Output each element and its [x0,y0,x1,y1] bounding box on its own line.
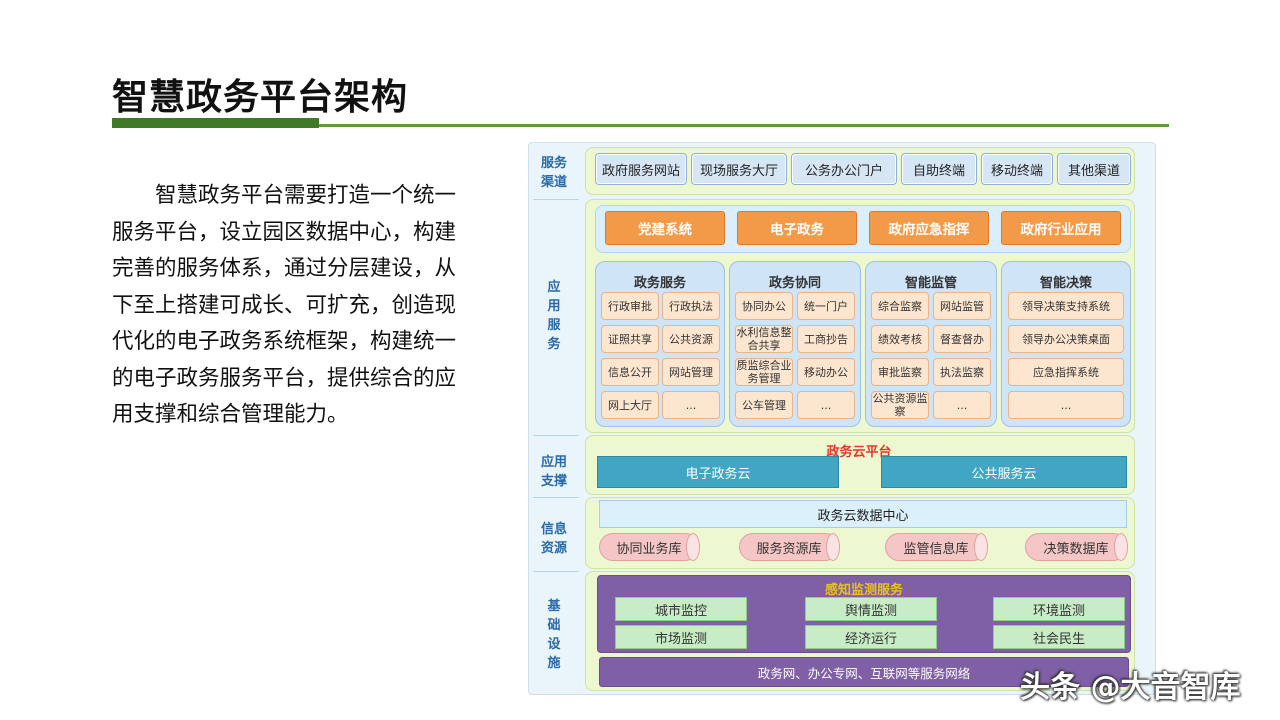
layer-label-app-service: 应用服务 [547,280,561,352]
service-chip: 质监综合业务管理 [735,358,793,386]
layer-separator [533,497,579,498]
data-center-bar: 政务云数据中心 [599,500,1127,528]
layer-separator [533,435,579,436]
database-cylinder: 服务资源库 [739,533,840,561]
service-chip: 统一门户 [797,292,855,320]
layer-label-info-resource: 信息资源 [540,522,567,556]
sensing-label: 感知监测服务 [824,583,903,598]
group-title: 智能决策 [1039,276,1092,291]
service-chip: 协同办公 [735,292,793,320]
service-chip: 信息公开 [601,358,659,386]
service-chip: 水利信息整合共享 [735,325,793,353]
service-chip: 证照共享 [601,325,659,353]
paragraph-line: 用支撑和综合管理能力。 [112,402,349,427]
channel-box: 其他渠道 [1057,153,1131,185]
service-chip: ... [1008,391,1124,419]
database-cylinder: 协同业务库 [599,533,700,561]
paragraph-line: 完善的服务体系，通过分层建设，从 [112,256,457,281]
app-box: 政府应急指挥 [869,211,989,245]
title-underline-accent [112,118,319,128]
group-gov-service: 政务服务 行政审批 行政执法 证照共享 公共资源 信息公开 网站管理 网上大厅 … [595,261,725,427]
sensing-box: 环境监测 [993,597,1125,621]
service-chip: 应急指挥系统 [1008,358,1124,386]
service-chip: 综合监察 [871,292,929,320]
service-chip: 公共资源 [662,325,720,353]
sensing-box: 舆情监测 [805,597,937,621]
sensing-box: 市场监测 [615,625,747,649]
service-chip: 执法监察 [933,358,991,386]
paragraph-line: 服务平台，设立园区数据中心，构建 [112,219,457,245]
layer-separator [533,199,579,200]
group-title: 政务服务 [633,276,686,291]
page-title: 智慧政务平台架构 [112,77,409,118]
network-bar: 政务网、办公专网、互联网等服务网络 [599,657,1129,687]
architecture-diagram: 服务渠道 应用服务 应用支撑 信息资源 基础设施 政府服务网站 现场服务大厅 公… [528,142,1156,695]
service-chip: 审批监察 [871,358,929,386]
database-cylinder: 监管信息库 [885,533,988,561]
group-title: 智能监管 [904,276,957,291]
layer-separator [533,571,579,572]
title-underline [112,124,1169,127]
group-gov-collab: 政务协同 协同办公 统一门户 水利信息整合共享 工商抄告 质监综合业务管理 移动… [729,261,861,427]
channel-box: 政府服务网站 [595,153,687,185]
paragraph-line: 代化的电子政务系统框架，构建统一 [112,329,457,354]
channel-box: 自助终端 [901,153,977,185]
database-cylinder: 决策数据库 [1025,533,1128,561]
channel-box: 公务办公门户 [791,153,897,185]
description-paragraph: 智慧政务平台需要打造一个统一 服务平台，设立园区数据中心，构建 完善的服务体系，… [112,178,502,434]
service-chip: 领导办公决策桌面 [1008,325,1124,353]
sensing-box: 社会民生 [993,625,1125,649]
paragraph-line: 的电子政务服务平台，提供综合的应 [112,365,457,391]
service-chip: 公共资源监察 [871,391,929,419]
paragraph-line: 智慧政务平台需要打造一个统一 [155,183,457,208]
channel-box: 移动终端 [981,153,1053,185]
cloud-box: 电子政务云 [597,456,839,488]
group-title: 政务协同 [768,276,821,291]
service-chip: 移动办公 [797,358,855,386]
service-chip: 网上大厅 [601,391,659,419]
service-chip: ... [933,391,991,419]
service-chip: 督查督办 [933,325,991,353]
sensing-box: 城市监控 [615,597,747,621]
service-chip: 公车管理 [735,391,793,419]
service-chip: ... [662,391,720,419]
app-box: 政府行业应用 [1001,211,1121,245]
service-chip: 绩效考核 [871,325,929,353]
cloud-box: 公共服务云 [881,456,1127,488]
service-chip: 行政执法 [662,292,720,320]
layer-label-service-channel: 服务渠道 [540,156,567,190]
watermark: 头条 @大音智库 [1020,670,1241,705]
service-chip: 网站管理 [662,358,720,386]
service-chip: 网站监管 [933,292,991,320]
app-box: 电子政务 [737,211,857,245]
service-chip: 工商抄告 [797,325,855,353]
sensing-box: 经济运行 [805,625,937,649]
paragraph-line: 下至上搭建可成长、可扩充，创造现 [112,292,457,318]
group-smart-supervision: 智能监管 综合监察 网站监管 绩效考核 督查督办 审批监察 执法监察 公共资源监… [865,261,997,427]
group-smart-decision: 智能决策 领导决策支持系统 领导办公决策桌面 应急指挥系统 ... [1001,261,1131,427]
service-chip: 行政审批 [601,292,659,320]
channel-box: 现场服务大厅 [691,153,787,185]
service-chip: ... [797,391,855,419]
cloud-platform-label: 政务云平台 [826,445,892,460]
app-box: 党建系统 [605,211,725,245]
layer-label-infrastructure: 基础设施 [547,599,561,671]
layer-label-app-support: 应用支撑 [540,455,567,489]
service-chip: 领导决策支持系统 [1008,292,1124,320]
